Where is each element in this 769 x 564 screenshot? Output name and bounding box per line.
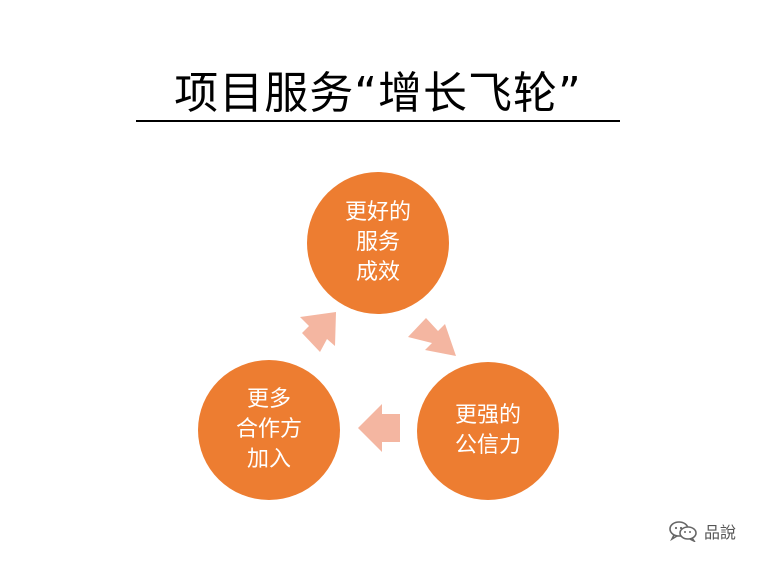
watermark: 品說: [668, 519, 736, 543]
wechat-icon: [669, 521, 697, 542]
watermark-text: 品說: [704, 523, 737, 542]
arrow-right-to-left: [358, 404, 400, 452]
page-title: 项目服务“增长飞轮”: [174, 68, 582, 119]
arrow-left-to-top: [300, 312, 336, 352]
node-better-service-outcomes: 更好的 服务 成效: [307, 172, 449, 314]
arrow-top-to-right: [408, 318, 456, 356]
node-more-partners-join: 更多 合作方 加入: [198, 360, 340, 500]
title-underline: [136, 120, 620, 122]
node-stronger-credibility: 更强的 公信力: [417, 362, 559, 500]
